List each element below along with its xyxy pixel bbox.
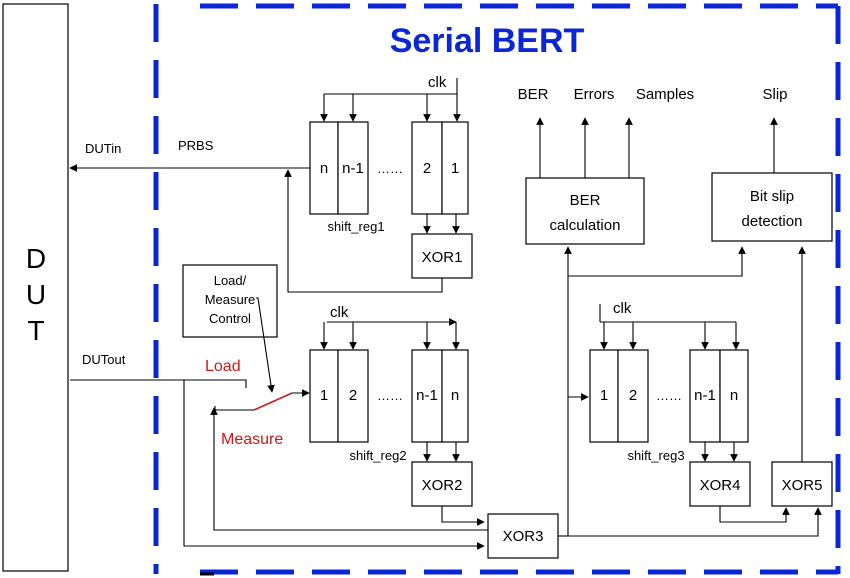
shift-reg3-cell-label: n — [730, 387, 738, 404]
ber-calculation-label: calculation — [550, 217, 621, 234]
shift-reg1-ellipsis: …… — [377, 161, 403, 176]
dut-letter-t: T — [27, 315, 44, 346]
shift-reg1-cell — [411, 121, 443, 215]
shift-reg1-label: shift_reg1 — [327, 219, 384, 234]
shift-reg1: n n-1 2 1 …… shift_reg1 — [309, 121, 469, 234]
xor2-to-xor3 — [441, 506, 485, 526]
shift-reg1-cell-label: 2 — [423, 160, 431, 177]
xor1-feedback — [284, 169, 443, 293]
shift-reg3-cell — [589, 349, 619, 443]
prbs-label: PRBS — [178, 138, 214, 153]
slip-output-label: Slip — [762, 86, 787, 103]
dut-block — [2, 3, 69, 572]
dutout-to-xor3 — [183, 380, 485, 550]
control-label-line: Load/ — [214, 273, 247, 288]
ber-calculation-block — [525, 177, 645, 245]
bit-slip-detection-block — [711, 172, 833, 242]
shift-reg2-cell — [337, 349, 369, 443]
shift-reg3-cell-label: n-1 — [694, 387, 716, 404]
bit-slip-detection-label: detection — [742, 213, 803, 230]
shift-reg3-ellipsis: …… — [656, 388, 682, 403]
shift-reg2-cell-label: n-1 — [416, 387, 438, 404]
xor4-block — [689, 461, 751, 507]
xor4-to-xor5 — [719, 506, 790, 523]
bit-slip-detection-label: Bit slip — [750, 188, 794, 205]
measure-label: Measure — [221, 431, 283, 448]
shift-reg3-cell — [617, 349, 649, 443]
shift-reg3-cell — [689, 349, 721, 443]
shift-reg2-cell — [309, 349, 339, 443]
shift-reg3-cell-label: 1 — [600, 387, 608, 404]
dut-letter-u: U — [26, 279, 46, 310]
xor5-label: XOR5 — [782, 477, 823, 494]
shift-reg3-label: shift_reg3 — [627, 448, 684, 463]
shift-reg1-cell — [337, 121, 369, 215]
clk2-label: clk — [330, 304, 349, 321]
xor3-to-slip — [568, 246, 746, 277]
xor4-label: XOR4 — [700, 477, 741, 494]
load-label: Load — [205, 358, 241, 375]
control-to-switch — [256, 297, 275, 393]
shift-reg2-cell-label: 1 — [320, 387, 328, 404]
dut-letter-d: D — [26, 243, 46, 274]
shift-reg2-cell — [441, 349, 469, 443]
page-title: Serial BERT — [390, 22, 585, 60]
xor3-feedback — [210, 407, 488, 531]
xor1-block — [411, 233, 473, 279]
dutout-label: DUTout — [82, 352, 126, 367]
ber-output-label: BER — [518, 86, 549, 103]
shift-reg3-cell-label: 2 — [629, 387, 637, 404]
shift-reg2-label: shift_reg2 — [349, 448, 406, 463]
shift-reg1-cell-label: n-1 — [342, 160, 364, 177]
shift-reg1-cell-label: n — [320, 160, 328, 177]
control-label-line: Control — [209, 311, 251, 326]
shift-reg2-cell-label: n — [451, 387, 459, 404]
shift-reg2-cell — [411, 349, 443, 443]
xor1-label: XOR1 — [422, 249, 463, 266]
shift-reg3-cell — [719, 349, 749, 443]
shift-reg1-cell — [309, 121, 339, 215]
load-measure-switch — [253, 392, 293, 411]
xor3-block — [487, 513, 559, 559]
shift-reg1-cell-label: 1 — [451, 160, 459, 177]
errors-output-label: Errors — [574, 86, 615, 103]
shift-reg1-cell — [441, 121, 469, 215]
shift-reg2: 1 2 n-1 n …… shift_reg2 — [309, 349, 469, 463]
xor5-block — [771, 461, 833, 507]
shift-reg2-ellipsis: …… — [377, 388, 403, 403]
shift-reg2-cell-label: 2 — [349, 387, 357, 404]
samples-output-label: Samples — [636, 86, 694, 103]
ber-calculation-label: BER — [570, 192, 601, 209]
dutout-line — [70, 379, 247, 388]
control-block — [182, 264, 278, 338]
xor2-label: XOR2 — [422, 477, 463, 494]
control-label-line: Measure — [205, 292, 256, 307]
shift-reg3: 1 2 n-1 n …… shift_reg3 — [589, 349, 749, 463]
xor3-to-xor5 — [568, 507, 822, 537]
clk3-label: clk — [613, 300, 632, 317]
dutin-label: DUTin — [85, 141, 121, 156]
bert-boundary — [153, 3, 841, 575]
clk1-label: clk — [428, 74, 447, 91]
xor3-label: XOR3 — [503, 528, 544, 545]
